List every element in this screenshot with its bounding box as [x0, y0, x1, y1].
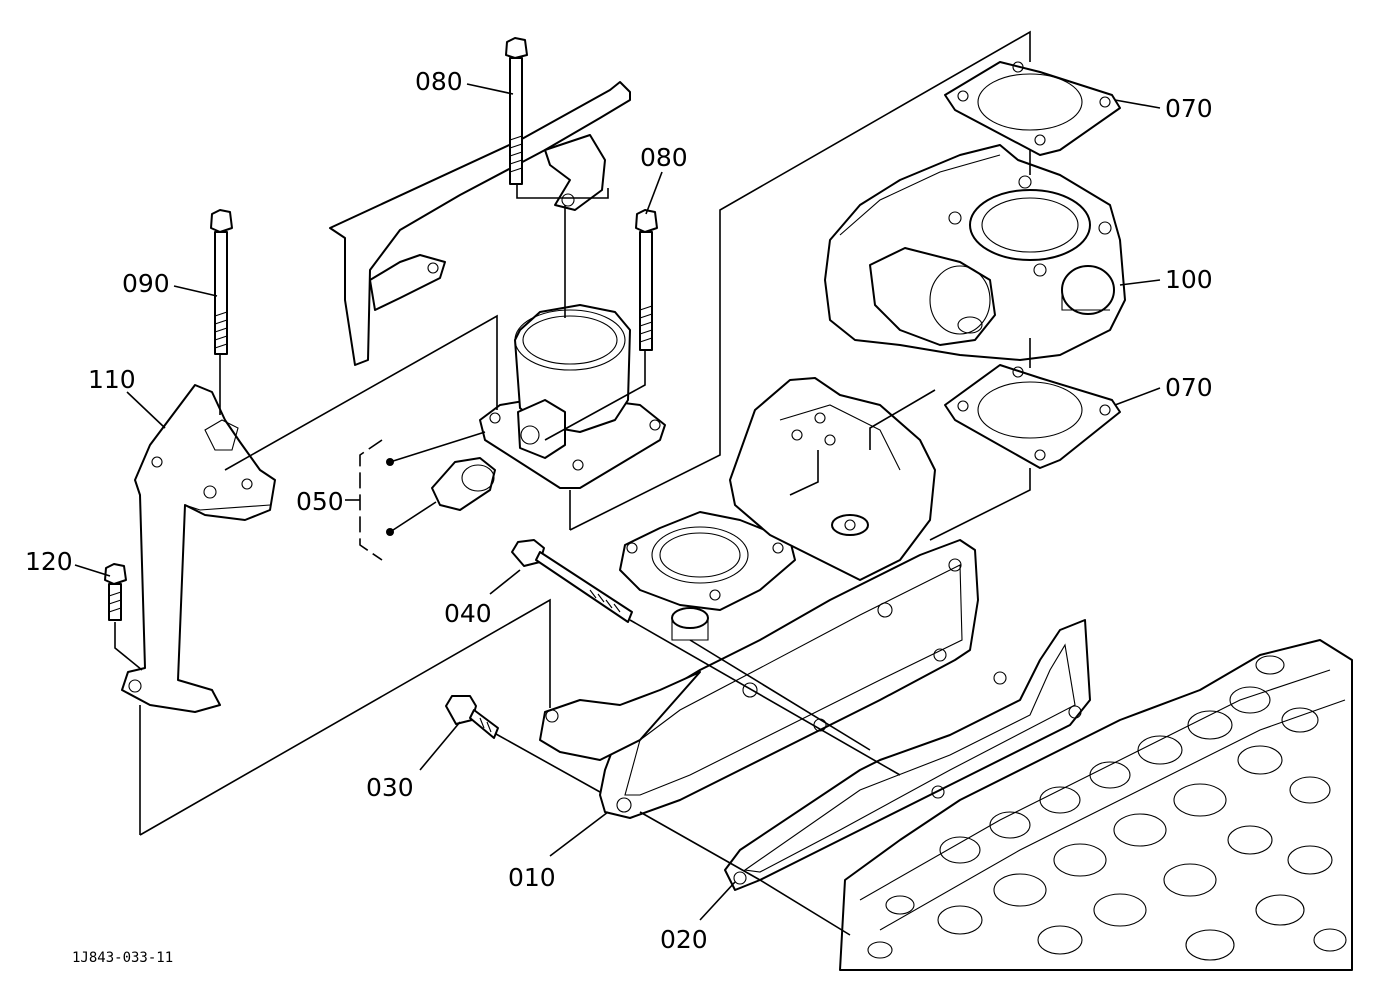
gasket-070-top	[944, 61, 1121, 156]
label-090: 090	[122, 269, 170, 298]
leader-lines	[74, 83, 1161, 921]
pipe-flange-050	[431, 304, 666, 511]
label-100: 100	[1165, 265, 1213, 294]
label-050: 050	[296, 487, 344, 516]
label-080-left: 080	[415, 67, 463, 96]
bolt-030	[445, 695, 499, 739]
label-050-bracket	[345, 431, 486, 561]
gasket-070-bottom	[944, 364, 1121, 469]
label-030: 030	[366, 773, 414, 802]
bracket-110	[121, 384, 276, 713]
label-070-bottom: 070	[1165, 373, 1213, 402]
figure-code: 1J843-033-11	[72, 950, 173, 966]
bolt-040	[511, 539, 633, 623]
gasket-020	[724, 619, 1091, 891]
bolt-080-left	[505, 37, 528, 185]
bolt-090	[210, 209, 233, 355]
egr-pipe	[329, 81, 631, 366]
bolt-080-right	[635, 209, 658, 351]
part-labels: 080 080 090 110 050 120 040 030 010 020 …	[25, 67, 1213, 954]
label-040: 040	[444, 599, 492, 628]
label-020: 020	[660, 925, 708, 954]
label-120: 120	[25, 547, 73, 576]
cylinder-head	[839, 639, 1353, 971]
label-070-top: 070	[1165, 94, 1213, 123]
intake-manifold-010	[539, 377, 979, 819]
label-110: 110	[88, 365, 136, 394]
label-080-right: 080	[640, 143, 688, 172]
assembly-guide-lines	[114, 30, 1031, 936]
throttle-body-100	[824, 144, 1126, 361]
label-010: 010	[508, 863, 556, 892]
bolt-120	[104, 563, 127, 621]
